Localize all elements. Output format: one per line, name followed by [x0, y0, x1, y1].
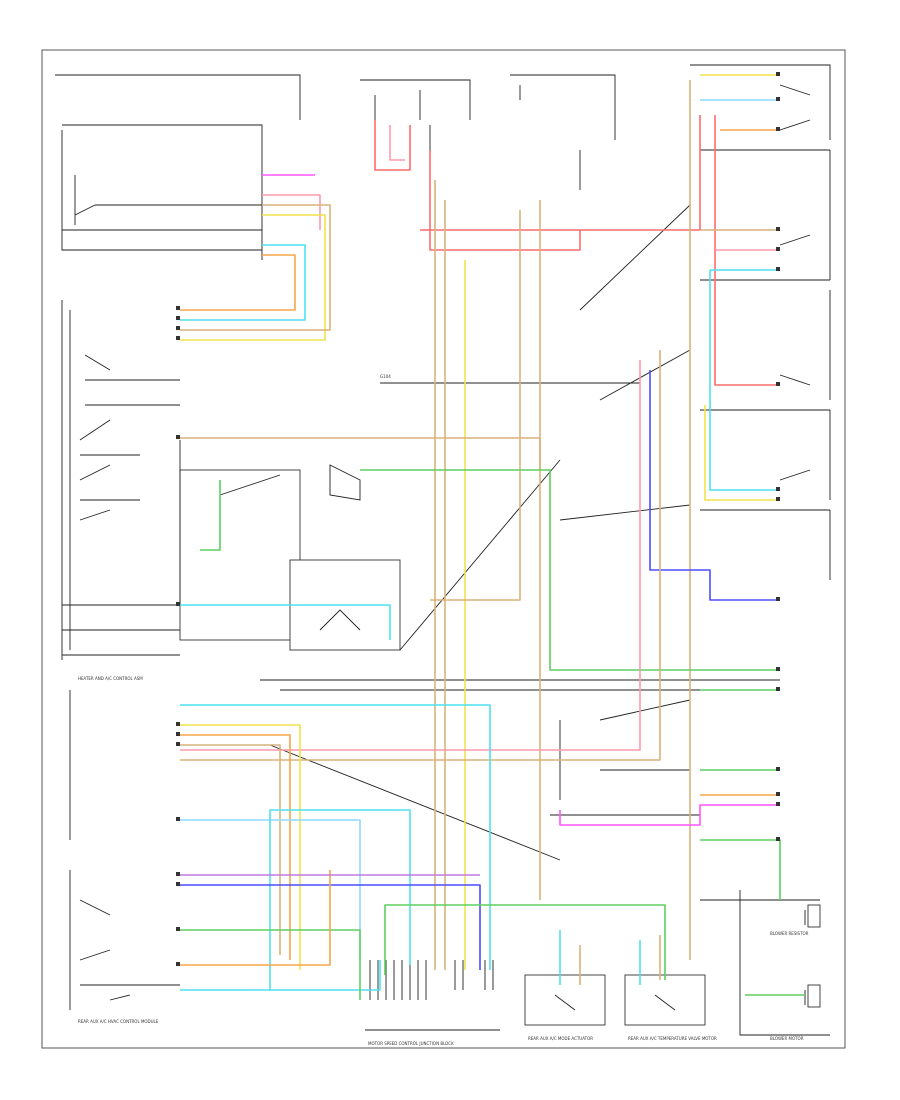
wire-orange-low — [180, 734, 291, 960]
wire-cyan-1 — [180, 244, 306, 321]
blower-motor — [807, 984, 821, 1008]
label-ground: G104 — [380, 374, 391, 379]
diagram-frame — [41, 49, 846, 1049]
blower-resistor — [807, 904, 821, 928]
wire-tan-low — [180, 744, 281, 955]
wire-tan-mid — [180, 437, 541, 470]
label-rear-aux-control: REAR AUX A/C HVAC CONTROL MODULE — [78, 1019, 159, 1024]
wire-yellow-low — [180, 724, 301, 970]
label-hvac-control: HEATER AND A/C CONTROL ASM — [78, 676, 143, 681]
wire-blue-low — [180, 884, 481, 970]
wire-tan-1 — [180, 204, 331, 331]
wire-magenta-br — [559, 804, 780, 826]
wire-tan-bot — [579, 935, 661, 985]
wire-green-bottom — [384, 904, 666, 980]
rear-module-pins — [365, 960, 500, 1031]
wire-red-top — [374, 120, 581, 251]
wire-red-r1 — [714, 115, 780, 386]
wire-yellow-1 — [180, 214, 326, 341]
wire-ltblue-low — [180, 819, 361, 960]
label-rear-aux-motor-1: REAR AUX A/C MODE ACTUATOR — [528, 1036, 593, 1041]
wire-cyan-low — [180, 704, 491, 970]
connector-pins — [176, 72, 780, 966]
wire-green-low — [180, 929, 361, 1000]
wire-red-right — [420, 115, 701, 231]
wire-cyan-mid — [180, 604, 391, 640]
wire-orange-1 — [180, 254, 296, 311]
wire-yellow-r2 — [704, 405, 780, 501]
wire-pink-mid — [180, 360, 641, 751]
wire-cyan-low-2 — [180, 809, 411, 991]
wire-blue-right — [649, 370, 780, 601]
wire-green-br — [700, 769, 781, 900]
wire-pink-top — [389, 125, 405, 161]
wire-orange-low-2 — [180, 870, 331, 966]
wire-tan-loop — [430, 210, 521, 601]
label-blower-resistor: BLOWER RESISTOR — [770, 931, 809, 936]
schematic-lines — [55, 64, 831, 1036]
component-labels: HEATER AND A/C CONTROL ASM REAR AUX A/C … — [78, 374, 809, 1046]
relay-box-1 — [179, 469, 301, 641]
label-rear-module: MOTOR SPEED CONTROL JUNCTION BLOCK — [368, 1041, 454, 1046]
label-blower-motor: BLOWER MOTOR — [770, 1036, 804, 1041]
wires — [180, 74, 805, 1000]
wire-cyan-r1 — [709, 269, 780, 491]
rear-aux-motor-1 — [524, 974, 606, 1026]
label-rear-aux-motor-2: REAR AUX A/C TEMPERATURE VALVE MOTOR — [628, 1036, 717, 1041]
wire-pink-1 — [262, 194, 321, 230]
wire-green-1 — [200, 469, 780, 671]
rear-aux-motor-2 — [624, 974, 706, 1026]
wire-tan-mid-2 — [180, 350, 661, 761]
